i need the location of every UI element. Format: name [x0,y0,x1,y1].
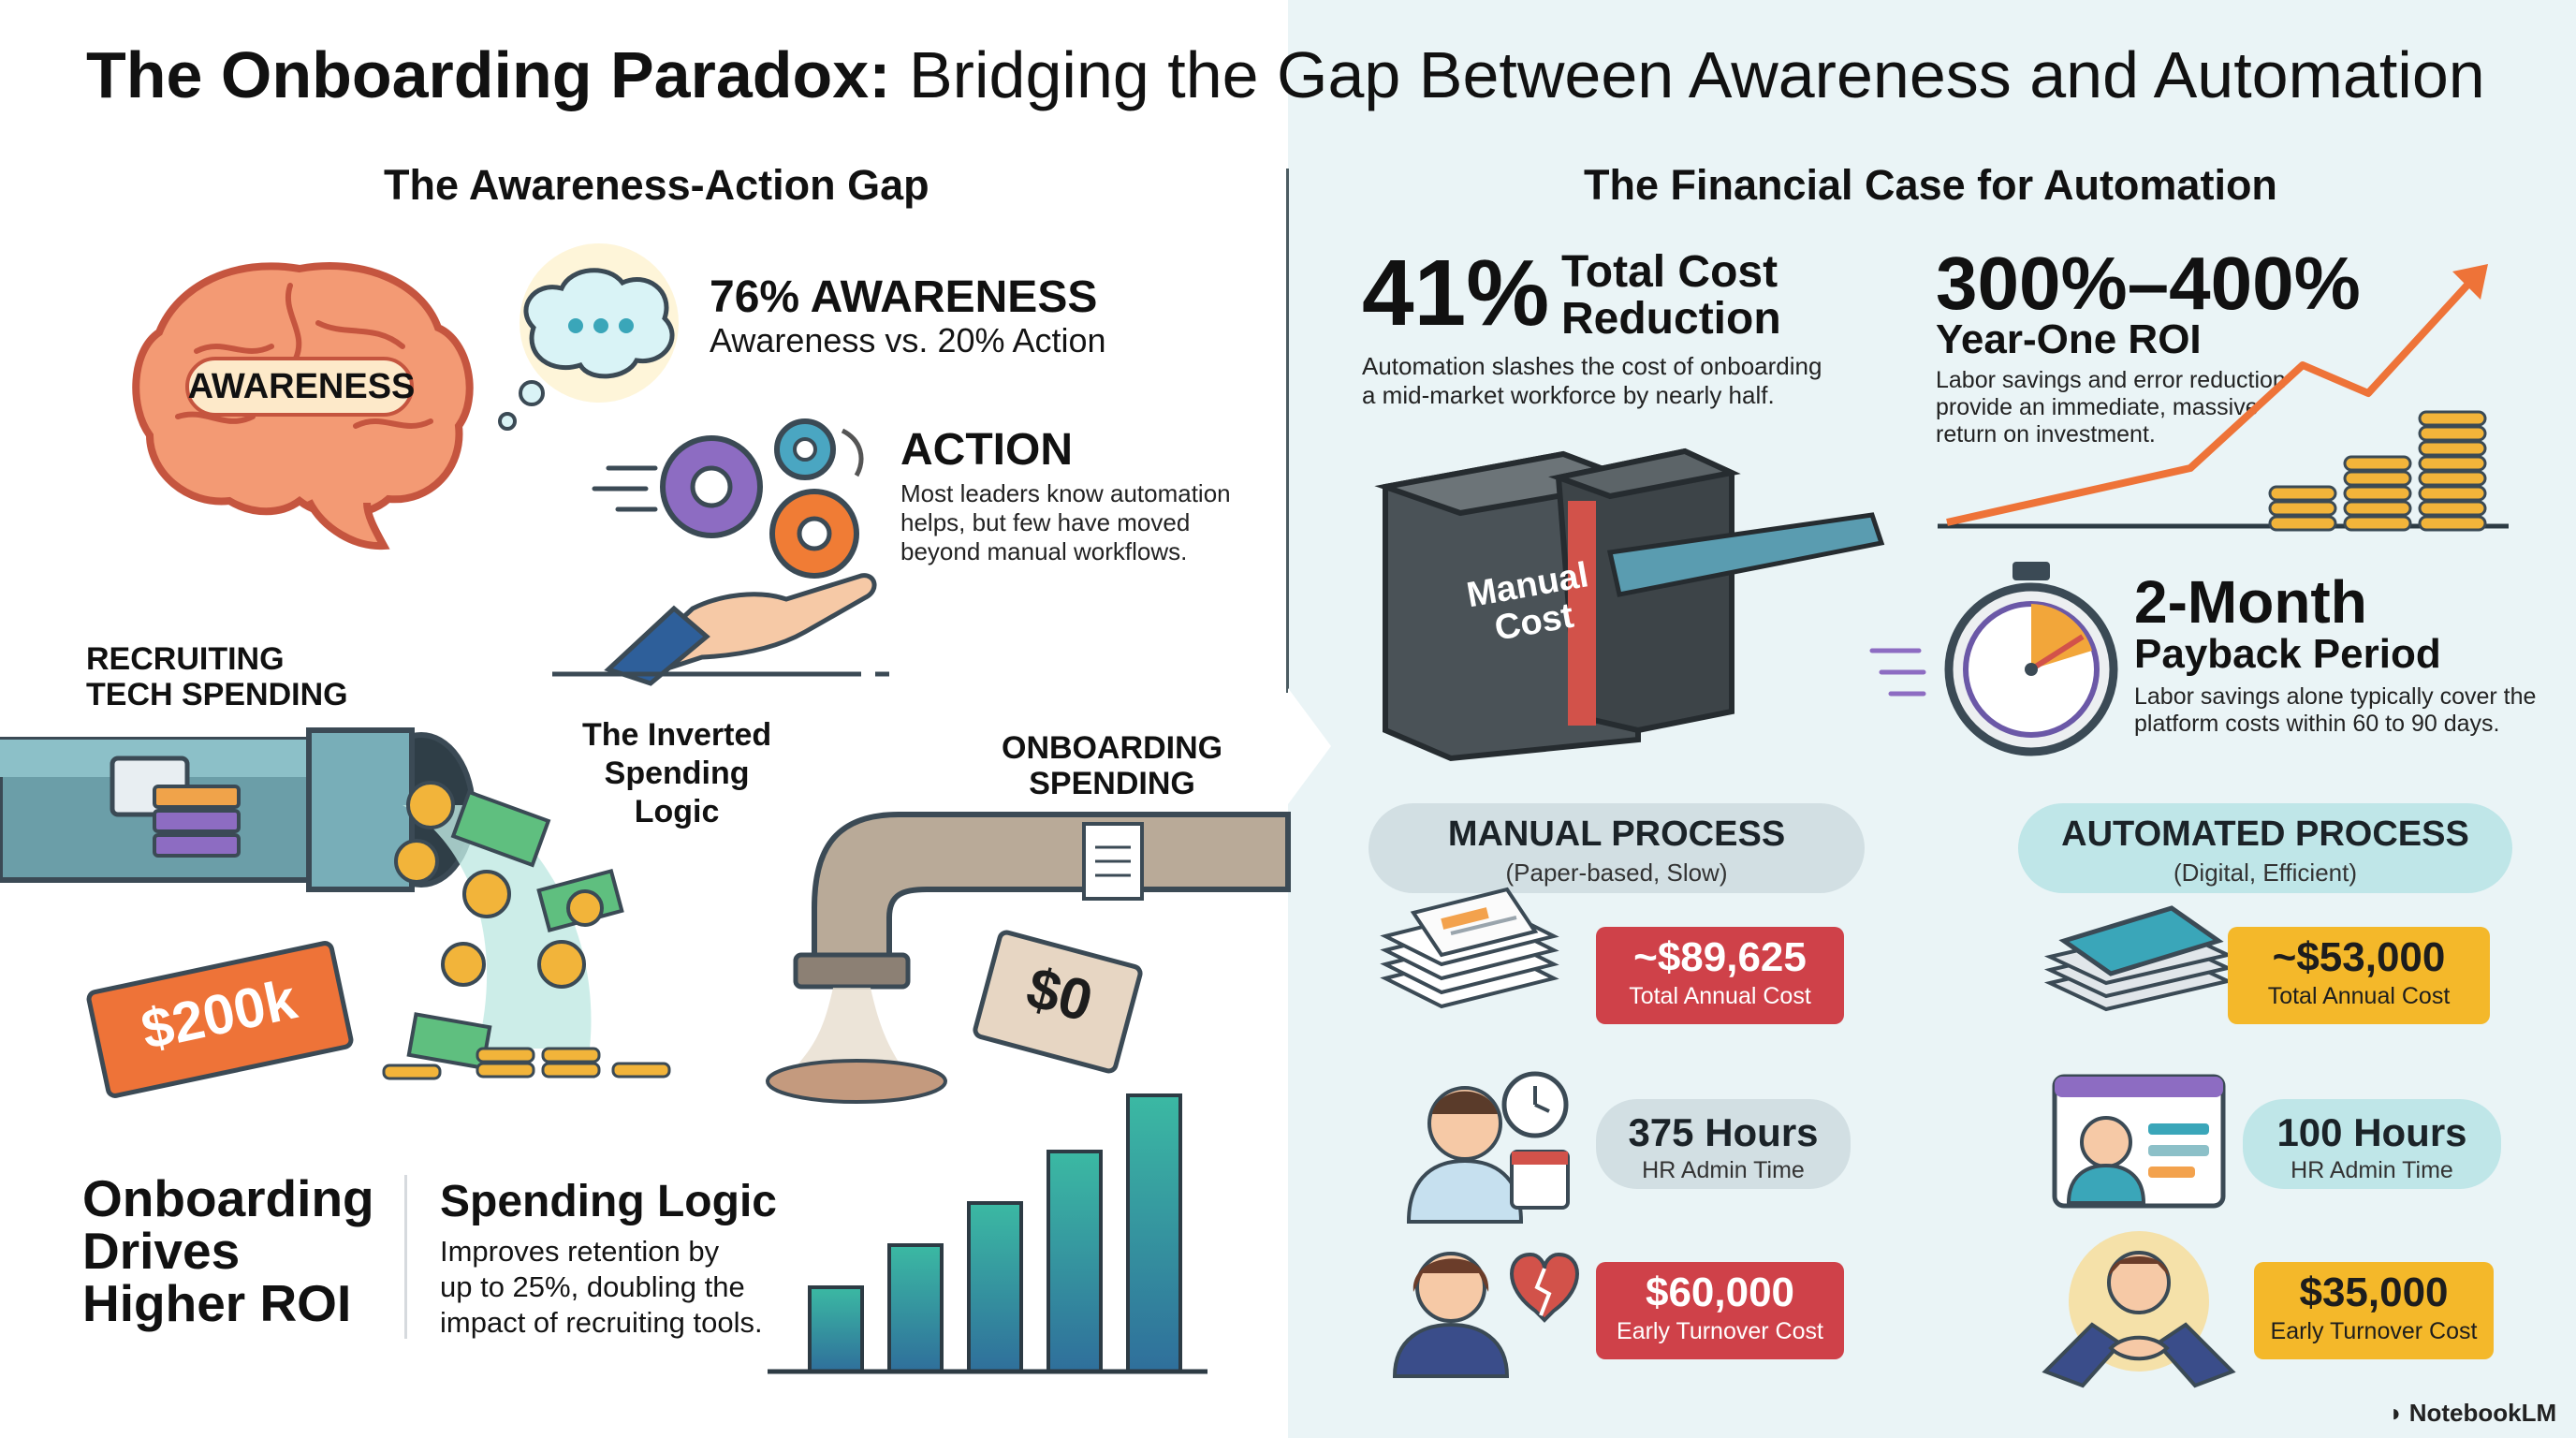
inverted-line-1: The Inverted [582,717,772,753]
page-title-rest: Bridging the Gap Between Awareness and A… [890,38,2485,111]
notebooklm-logo-icon: ◗ [2389,1399,2404,1427]
manual-turnover-tag: $60,000 Early Turnover Cost [1596,1262,1844,1359]
automated-hours-pill: 100 Hours HR Admin Time [2243,1099,2501,1189]
notebooklm-brand-text: NotebookLM [2408,1399,2557,1427]
heartbreak-person-icon [1392,1252,1579,1378]
gears-hand-icon [552,418,889,686]
manual-process-title: MANUAL PROCESS [1447,814,1786,854]
awareness-stat: 76% AWARENESS [710,272,1098,322]
automated-hours-label: HR Admin Time [2291,1157,2453,1183]
onboarding-pipe-icon [766,812,1291,1104]
manual-annual-cost-label: Total Annual Cost [1629,983,1811,1009]
inverted-line-2: Spending [604,756,750,791]
manual-turnover-value: $60,000 [1645,1269,1795,1315]
cost-desc: Automation slashes the cost of onboardin… [1362,352,1822,410]
roi-divider [404,1175,407,1339]
stressed-person-icon [1406,1071,1570,1224]
roi-heading-line-3: Higher ROI [82,1274,352,1332]
payback-label: Payback Period [2134,631,2441,677]
automated-turnover-tag: $35,000 Early Turnover Cost [2254,1262,2494,1359]
onboarding-label-line-2: SPENDING [1029,766,1195,801]
payback-desc-line-2: platform costs within 60 to 90 days. [2134,711,2500,737]
action-title: ACTION [900,425,1073,475]
cost-desc-line-1: Automation slashes the cost of onboardin… [1362,352,1822,380]
right-section-title: The Financial Case for Automation [1584,161,2277,209]
stopwatch-icon [1869,562,2118,756]
payback-value: 2-Month [2134,568,2367,636]
roi-label: Year-One ROI [1936,316,2202,362]
profile-card-icon [2052,1074,2226,1209]
roi-desc-line-1: Labor savings and error reduction [1936,367,2286,393]
automated-process-pill: AUTOMATED PROCESS (Digital, Efficient) [2018,803,2512,893]
brain-icon [132,262,474,550]
logic-desc-line-2: up to 25%, doubling the [440,1270,745,1303]
recruiting-label-line-1: RECRUITING [86,641,285,677]
onboarding-label: ONBOARDING SPENDING [1002,730,1222,801]
roi-heading-line-2: Drives [82,1222,241,1280]
action-desc: Most leaders know automation helps, but … [900,479,1231,565]
logic-desc-line-3: impact of recruiting tools. [440,1306,763,1339]
roi-heading-line-1: Onboarding [82,1169,374,1227]
manual-turnover-label: Early Turnover Cost [1617,1318,1823,1344]
pipe-icon [0,727,476,892]
bar-chart-icon [768,1093,1208,1374]
cost-label-line-1: Total Cost [1561,247,1778,297]
page-title-bold: The Onboarding Paradox: [86,38,891,111]
onboarding-label-line-1: ONBOARDING [1002,730,1223,766]
notebooklm-brand: ◗NotebookLM [2389,1399,2556,1428]
recruiting-label: RECRUITING TECH SPENDING [86,641,348,712]
automated-annual-cost-label: Total Annual Cost [2267,983,2451,1009]
manual-annual-cost-value: ~$89,625 [1633,934,1807,980]
automated-annual-cost-tag: ~$53,000 Total Annual Cost [2228,927,2490,1024]
roi-desc-line-2: provide an immediate, massive [1936,394,2259,420]
payback-desc-line-1: Labor savings alone typically cover the [2134,683,2537,710]
cost-label-line-2: Reduction [1561,294,1781,344]
manual-process-subtitle: (Paper-based, Slow) [1505,858,1728,887]
left-section-title: The Awareness-Action Gap [384,161,929,209]
cost-desc-line-2: a mid-market workforce by nearly half. [1362,381,1775,409]
panel-notch [1288,688,1331,804]
automated-process-subtitle: (Digital, Efficient) [2173,858,2358,887]
recruiting-label-line-2: TECH SPENDING [86,677,348,712]
handshake-icon [2042,1231,2236,1388]
awareness-sub: Awareness vs. 20% Action [710,321,1106,360]
tablet-stack-icon [2043,905,2234,1012]
money-flow-icon [382,781,671,1080]
logic-desc: Improves retention by up to 25%, doublin… [440,1234,763,1341]
automated-hours-value: 100 Hours [2276,1110,2467,1154]
page-title: The Onboarding Paradox: Bridging the Gap… [86,37,2520,112]
brain-label: AWARENESS [187,367,416,406]
logic-desc-line-1: Improves retention by [440,1235,720,1268]
automated-process-title: AUTOMATED PROCESS [2061,814,2469,854]
automated-annual-cost-value: ~$53,000 [2272,934,2446,980]
manual-hours-pill: 375 Hours HR Admin Time [1596,1099,1851,1189]
coin-stack-icon [2268,410,2487,532]
thought-bubble-icon [498,243,679,431]
manual-process-pill: MANUAL PROCESS (Paper-based, Slow) [1368,803,1865,893]
roi-desc: Labor savings and error reduction provid… [1936,367,2286,448]
inverted-line-3: Logic [634,794,720,829]
automated-turnover-value: $35,000 [2299,1269,2449,1315]
manual-annual-cost-tag: ~$89,625 Total Annual Cost [1596,927,1844,1024]
panel-divider [1286,169,1289,693]
roi-heading: Onboarding Drives Higher ROI [82,1172,374,1329]
concrete-block-icon [1374,448,1885,762]
roi-arrow-icon [1938,264,2509,529]
manual-hours-label: HR Admin Time [1642,1157,1805,1183]
roi-value: 300%–400% [1936,242,2361,325]
roi-desc-line-3: return on investment. [1936,421,2156,448]
cost-pct: 41% [1362,241,1550,345]
paper-stack-icon [1380,887,1559,1009]
onboarding-price-value: $0 [1019,955,1100,1035]
manual-hours-value: 375 Hours [1628,1110,1819,1154]
cost-label: Total Cost Reduction [1561,249,1781,343]
inverted-logic-label: The Inverted Spending Logic [582,716,771,831]
logic-title: Spending Logic [440,1177,777,1226]
automated-turnover-label: Early Turnover Cost [2270,1318,2478,1344]
payback-desc: Labor savings alone typically cover the … [2134,683,2536,738]
